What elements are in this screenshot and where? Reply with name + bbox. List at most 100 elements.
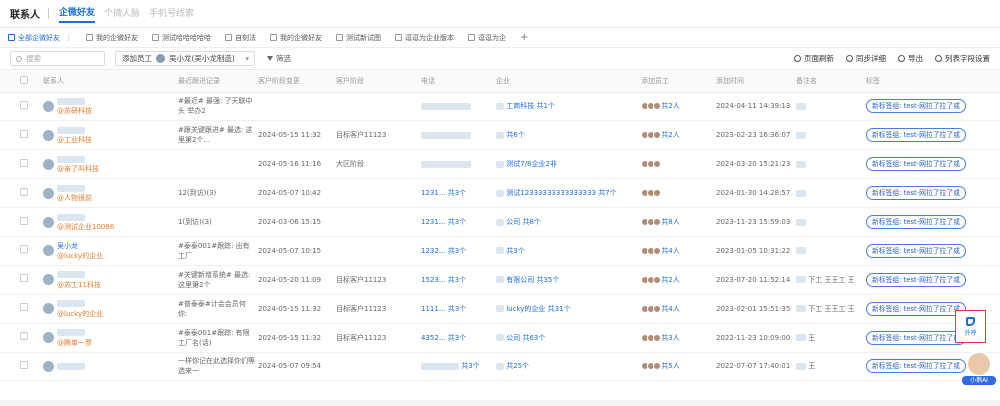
table-row[interactable]: @人物很前 12(到访)(3) 2024-05-07 10:42 1231...…: [0, 179, 1000, 208]
company-count[interactable]: 共25个: [506, 362, 530, 371]
col-stage[interactable]: 客户阶段: [333, 70, 418, 93]
col-added-time[interactable]: 添加时间: [713, 70, 793, 93]
table-row[interactable]: @亲了叫科技 2024-05-16 11:16 大区阶段 测试7/8企业2非 2…: [0, 150, 1000, 179]
row-checkbox[interactable]: [20, 129, 28, 138]
row-checkbox[interactable]: [20, 303, 28, 312]
row-checkbox[interactable]: [20, 360, 28, 369]
contact-name[interactable]: [57, 155, 85, 163]
view-tab-mine[interactable]: 我的企微好友: [86, 33, 138, 43]
tag-badge[interactable]: 新标签组: test-网拉了拉了或: [866, 99, 966, 114]
staff-count[interactable]: 共4人: [661, 304, 680, 313]
table-row[interactable]: @lucky的企业 #普泰泰#计会会员何你: 2024-05-15 11:32 …: [0, 294, 1000, 324]
staff-count[interactable]: 共3人: [661, 333, 680, 342]
add-view-button[interactable]: +: [520, 32, 529, 43]
phone-count[interactable]: 共3个: [447, 189, 467, 198]
tag-badge[interactable]: 新标签组: test-网拉了拉了或: [866, 215, 966, 229]
phone-value[interactable]: 1232...: [421, 246, 446, 255]
col-contact[interactable]: 联系人: [40, 70, 175, 93]
company-link[interactable]: 公司: [506, 218, 521, 226]
view-tab-all[interactable]: 全部企微好友⋮: [8, 33, 72, 43]
contact-name[interactable]: [57, 213, 85, 221]
tab-wecom-friends[interactable]: 企微好友: [59, 5, 96, 23]
tag-badge[interactable]: 新标签组: test-网拉了拉了或: [866, 128, 966, 143]
col-stage-change[interactable]: 客户阶段变更: [255, 70, 333, 93]
tag-badge[interactable]: 新标签组: test-网拉了拉了或: [866, 301, 966, 316]
company-link[interactable]: 测试12333333333333333: [506, 189, 596, 198]
contact-name[interactable]: [57, 97, 85, 105]
phone-value[interactable]: 1231...: [421, 218, 446, 226]
tag-badge[interactable]: 新标签组: test-网拉了拉了或: [866, 359, 966, 374]
phone-value[interactable]: 4352...: [421, 333, 446, 342]
tag-badge[interactable]: 新标签组: test-网拉了拉了或: [866, 186, 966, 201]
company-count[interactable]: 共63个: [522, 333, 546, 342]
view-tab-mine-2[interactable]: 我的企微好友: [270, 33, 322, 43]
view-tab-enterprise-2[interactable]: 逗逗为企: [468, 33, 506, 43]
more-icon[interactable]: ⋮: [65, 33, 72, 42]
col-company[interactable]: 企业: [493, 70, 638, 93]
company-link[interactable]: 公司: [506, 333, 521, 342]
table-row[interactable]: 吴小龙@lucky的企业 #泰泰001#跟踪: 出有工厂 2024-05-07 …: [0, 236, 1000, 266]
view-tab-custom[interactable]: 自刻法: [225, 33, 256, 43]
tab-phone-leads[interactable]: 手机号线索: [149, 8, 195, 19]
tag-badge[interactable]: 新标签组: test-网拉了拉了或: [866, 330, 966, 345]
phone-count[interactable]: 共3个: [461, 362, 480, 371]
col-staff[interactable]: 添加员工: [638, 70, 713, 93]
company-count[interactable]: 共1个: [536, 102, 555, 111]
contact-name[interactable]: [57, 329, 85, 337]
search-input[interactable]: 搜索: [10, 51, 105, 66]
table-row[interactable]: @测试企业10086 1(到访)(3) 2024-03-06 15:15 123…: [0, 208, 1000, 237]
contact-name[interactable]: [57, 184, 85, 192]
company-count[interactable]: 共6个: [506, 131, 525, 140]
phone-value[interactable]: 1111...: [421, 304, 446, 313]
company-link[interactable]: 工商科技: [506, 102, 535, 111]
contact-name[interactable]: [57, 300, 85, 308]
company-count[interactable]: 共35个: [536, 275, 560, 284]
staff-filter-select[interactable]: 添加员工吴小龙(吴小龙制造)▾: [115, 51, 255, 66]
tag-badge[interactable]: 新标签组: test-网拉了拉了或: [866, 157, 966, 172]
table-row[interactable]: @苏工11科技 #关键新增系统# 最选: 这里第2个 2024-05-20 11…: [0, 265, 1000, 295]
staff-count[interactable]: 共8人: [661, 218, 680, 226]
contact-name[interactable]: 吴小龙: [57, 241, 78, 250]
row-checkbox[interactable]: [20, 100, 28, 109]
call-float-button[interactable]: 外呼: [955, 310, 986, 343]
table-row[interactable]: @工业科技 #跟关键跟进# 最选: 这里第2个... 2024-05-15 11…: [0, 121, 1000, 150]
phone-count[interactable]: 共3个: [447, 275, 467, 284]
col-remark[interactable]: 备注名: [793, 70, 863, 93]
ai-assistant-button[interactable]: 小鹅AI: [962, 351, 996, 385]
staff-count[interactable]: 共2人: [661, 131, 680, 140]
company-link[interactable]: 测试7/8企业2非: [506, 160, 557, 169]
contact-name[interactable]: [57, 126, 85, 134]
phone-count[interactable]: 共3个: [447, 218, 467, 226]
table-row[interactable]: 一样你记在此选择你们等选来一 2024-05-07 09:54 共3个 共25个…: [0, 352, 1000, 381]
table-row[interactable]: @苏研科技 #最近# 最强: 了天联中头 举办2 工商科技 共1个 共2人 20…: [0, 92, 1000, 121]
company-count[interactable]: 共8个: [522, 218, 541, 226]
column-settings-button[interactable]: 列表字段设置: [935, 53, 990, 64]
table-row[interactable]: @腾单一票 #泰泰001#跟踪: 有限工厂名(话) 2024-05-15 11:…: [0, 323, 1000, 353]
row-checkbox[interactable]: [20, 245, 28, 254]
phone-count[interactable]: 共3个: [447, 333, 467, 342]
row-checkbox[interactable]: [20, 274, 28, 283]
select-all-checkbox[interactable]: [20, 75, 28, 84]
company-link[interactable]: 有限公司: [506, 275, 535, 284]
company-link[interactable]: lucky的企业: [506, 304, 546, 313]
tag-badge[interactable]: 新标签组: test-网拉了拉了或: [866, 243, 966, 258]
staff-count[interactable]: 共2人: [661, 275, 680, 284]
company-count[interactable]: 共31个: [547, 304, 571, 313]
contact-name[interactable]: [57, 362, 85, 370]
phone-count[interactable]: 共3个: [447, 246, 467, 255]
col-phone[interactable]: 电话: [418, 70, 493, 93]
row-checkbox[interactable]: [20, 216, 28, 225]
staff-count[interactable]: 共2人: [661, 102, 680, 111]
row-checkbox[interactable]: [20, 332, 28, 341]
export-button[interactable]: 导出: [898, 53, 923, 64]
tab-personal-contacts[interactable]: 个微人脉: [104, 8, 141, 19]
col-tags[interactable]: 标签: [863, 70, 1000, 93]
refresh-button[interactable]: 页面刷新: [794, 53, 834, 64]
phone-value[interactable]: 1523...: [421, 275, 446, 284]
phone-value[interactable]: 1231...: [421, 189, 446, 198]
view-tab-new-view[interactable]: 测试新试图: [336, 33, 381, 43]
staff-count[interactable]: 共5人: [661, 362, 680, 371]
contact-name[interactable]: [57, 271, 85, 279]
company-count[interactable]: 共3个: [506, 246, 525, 255]
staff-count[interactable]: 共4人: [661, 246, 680, 255]
